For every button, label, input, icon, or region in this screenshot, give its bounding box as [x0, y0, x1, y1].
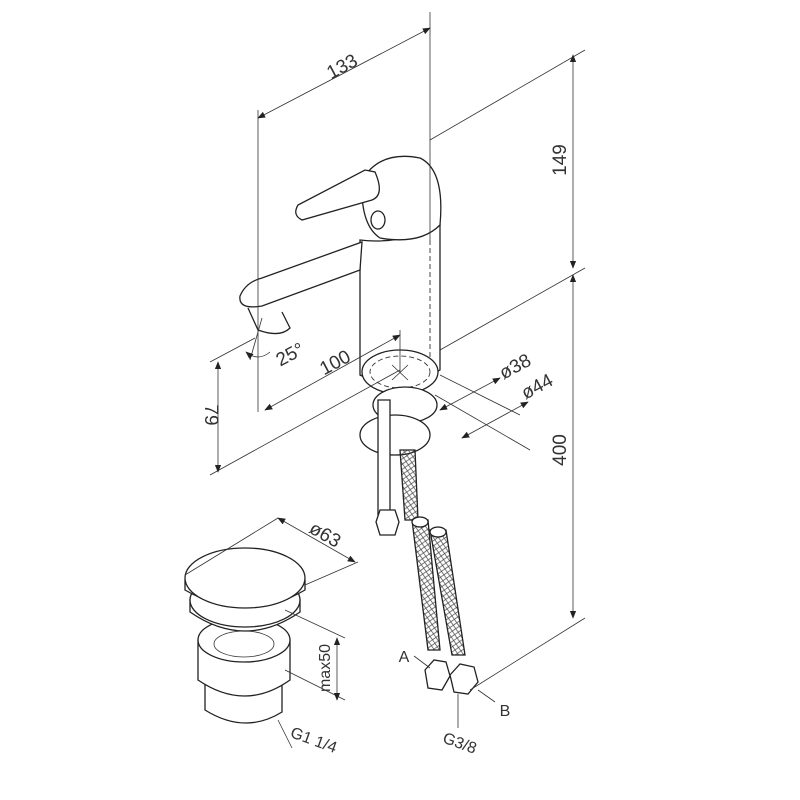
pop-up-drain — [184, 547, 306, 724]
dim-width-133: 133 — [323, 50, 361, 83]
label-hose-thread: G3/8 — [440, 730, 479, 758]
dimension-lines — [184, 12, 586, 749]
dim-reach-100: 100 — [316, 346, 354, 379]
label-hose-a: A — [399, 649, 410, 666]
mounting-base — [359, 349, 439, 536]
dim-angle-25: 25° — [273, 339, 308, 371]
dim-height-149: 149 — [550, 144, 571, 176]
flexible-hoses — [399, 449, 479, 695]
dim-height-79: 79 — [200, 404, 221, 425]
dim-drain-max50: max50 — [317, 644, 334, 692]
dim-drain-63: ø63 — [305, 518, 344, 553]
dim-diameter-44: ø44 — [518, 370, 557, 404]
label-drain-thread: G1 1/4 — [288, 725, 339, 757]
label-hose-b: B — [500, 703, 511, 720]
dim-hose-400: 400 — [550, 434, 571, 466]
